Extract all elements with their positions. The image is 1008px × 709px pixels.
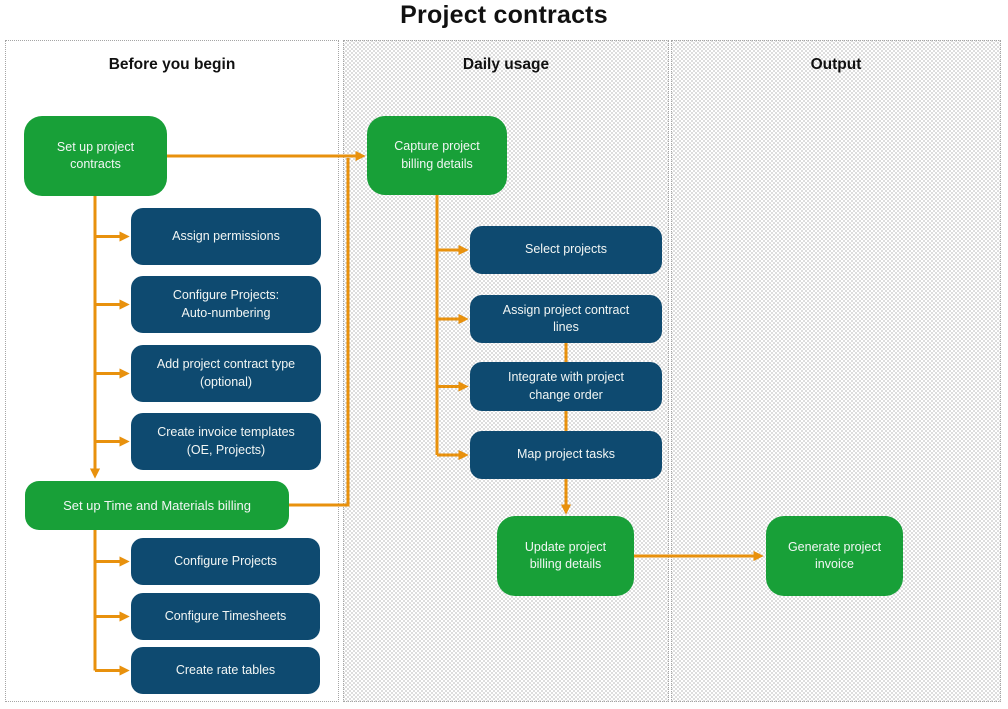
node-assign-permissions: Assign permissions [131, 208, 321, 265]
node-add-project-contract-type: Add project contract type (optional) [131, 345, 321, 402]
column-header-output: Output [810, 56, 862, 73]
node-integrate-with-project-change-order: Integrate with project change order [470, 362, 662, 411]
column-output: Output [671, 40, 1001, 702]
node-create-rate-tables: Create rate tables [131, 647, 320, 694]
node-generate-project-invoice: Generate project invoice [766, 516, 903, 596]
node-assign-project-contract-lines: Assign project contract lines [470, 295, 662, 343]
node-update-project-billing-details: Update project billing details [497, 516, 634, 596]
node-create-invoice-templates: Create invoice templates (OE, Projects) [131, 413, 321, 470]
column-header-daily-usage: Daily usage [462, 56, 550, 73]
node-configure-projects-autonumbering: Configure Projects: Auto-numbering [131, 276, 321, 333]
column-header-before-you-begin: Before you begin [108, 56, 236, 73]
node-select-projects: Select projects [470, 226, 662, 274]
node-configure-timesheets: Configure Timesheets [131, 593, 320, 640]
node-configure-projects: Configure Projects [131, 538, 320, 585]
node-capture-project-billing-details: Capture project billing details [367, 116, 507, 195]
node-set-up-time-and-materials-billing: Set up Time and Materials billing [25, 481, 289, 530]
node-set-up-project-contracts: Set up project contracts [24, 116, 167, 196]
page-title: Project contracts [400, 1, 608, 29]
node-map-project-tasks: Map project tasks [470, 431, 662, 479]
